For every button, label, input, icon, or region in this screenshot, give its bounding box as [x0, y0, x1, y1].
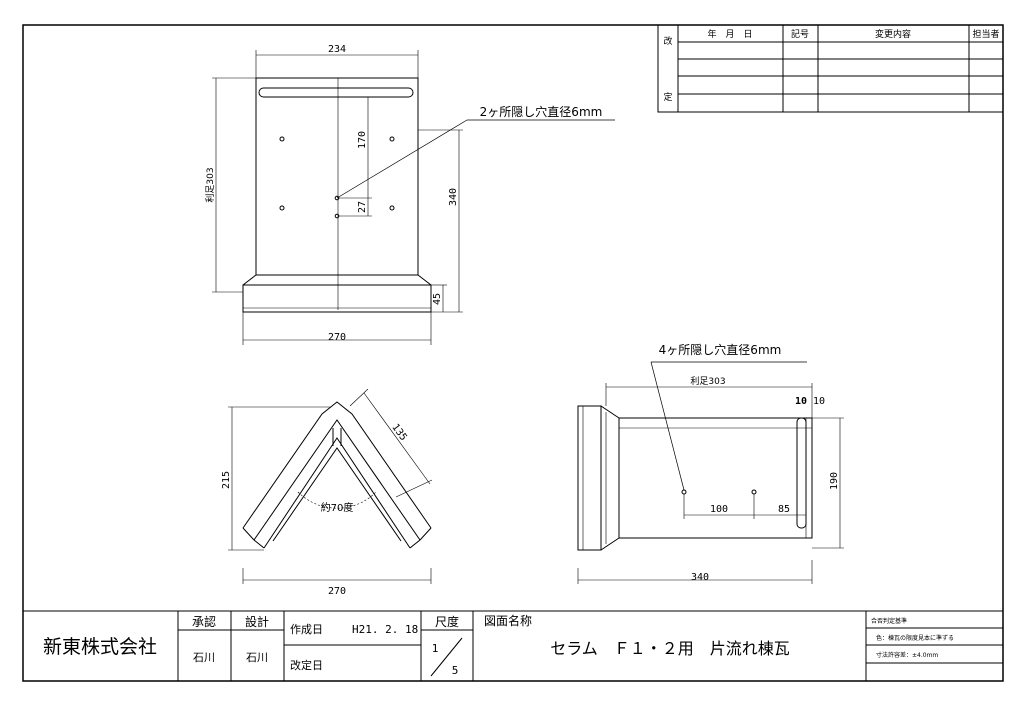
scale-header: 尺度 — [435, 614, 459, 629]
criteria-color: 色：棟瓦の限度見本に準ずる — [876, 634, 954, 642]
created-label: 作成日 — [290, 623, 323, 636]
dim-27: 27 — [357, 201, 368, 213]
dim-135: 135 — [389, 422, 409, 443]
dim-10-b: 10 — [813, 396, 825, 407]
dim-85: 85 — [778, 504, 790, 515]
revision-col-content: 変更内容 — [875, 28, 911, 40]
drawing-name: セラム Ｆ１・２用 片流れ棟瓦 — [550, 639, 790, 658]
dim-45: 45 — [432, 293, 443, 305]
hole-marker — [279, 205, 285, 211]
design-header: 設計 — [245, 614, 269, 629]
revision-table — [657, 24, 1004, 113]
dim-270-front: 270 — [328, 586, 346, 597]
scale-denominator: 5 — [452, 664, 459, 677]
hole-marker — [279, 136, 285, 142]
dim-234: 234 — [328, 44, 346, 55]
criteria-tolerance: 寸法許容差：±4.0mm — [876, 651, 938, 659]
company-name: 新東株式会社 — [43, 636, 157, 658]
title-block — [23, 610, 1003, 681]
dim-100: 100 — [710, 504, 728, 515]
angle-label: 約70度 — [321, 501, 354, 514]
dim-190: 190 — [829, 472, 840, 490]
revision-col-date: 年 月 日 — [707, 28, 752, 40]
dim-215: 215 — [221, 471, 232, 489]
sheet-border — [22, 24, 1004, 682]
front-view — [228, 388, 433, 584]
revised-label: 改定日 — [290, 658, 323, 672]
revision-side-label-bottom: 定 — [663, 91, 672, 103]
dim-340-side: 340 — [691, 572, 709, 583]
design-name: 石川 — [246, 651, 268, 664]
dim-270-top: 270 — [328, 332, 346, 343]
dim-303-left: 利足303 — [204, 167, 216, 202]
note-4-holes: 4ヶ所隠し穴直径6mm — [659, 342, 782, 357]
top-view-body — [255, 77, 419, 276]
revision-col-mark: 記号 — [791, 28, 809, 40]
dim-340-right: 340 — [448, 188, 459, 206]
top-view-base — [242, 284, 432, 313]
note-2-holes: 2ヶ所隠し穴直径6mm — [480, 104, 603, 119]
top-view-slot — [258, 87, 414, 98]
scale-numerator: 1 — [432, 642, 439, 655]
criteria-header: 合否判定基準 — [871, 617, 907, 625]
approve-header: 承認 — [192, 614, 216, 629]
dim-10-a: 10 — [795, 396, 807, 407]
created-date: H21. 2. 18 — [352, 623, 418, 636]
approve-name: 石川 — [193, 651, 215, 664]
dim-170: 170 — [357, 131, 368, 149]
side-view — [577, 361, 844, 584]
hole-marker — [389, 136, 395, 142]
top-view — [212, 50, 615, 345]
hole-marker — [389, 205, 395, 211]
revision-col-person: 担当者 — [972, 28, 999, 40]
revision-side-label-top: 改 — [663, 35, 672, 47]
dim-303-side: 利足303 — [690, 375, 725, 387]
drawing-name-header: 図面名称 — [484, 613, 532, 628]
